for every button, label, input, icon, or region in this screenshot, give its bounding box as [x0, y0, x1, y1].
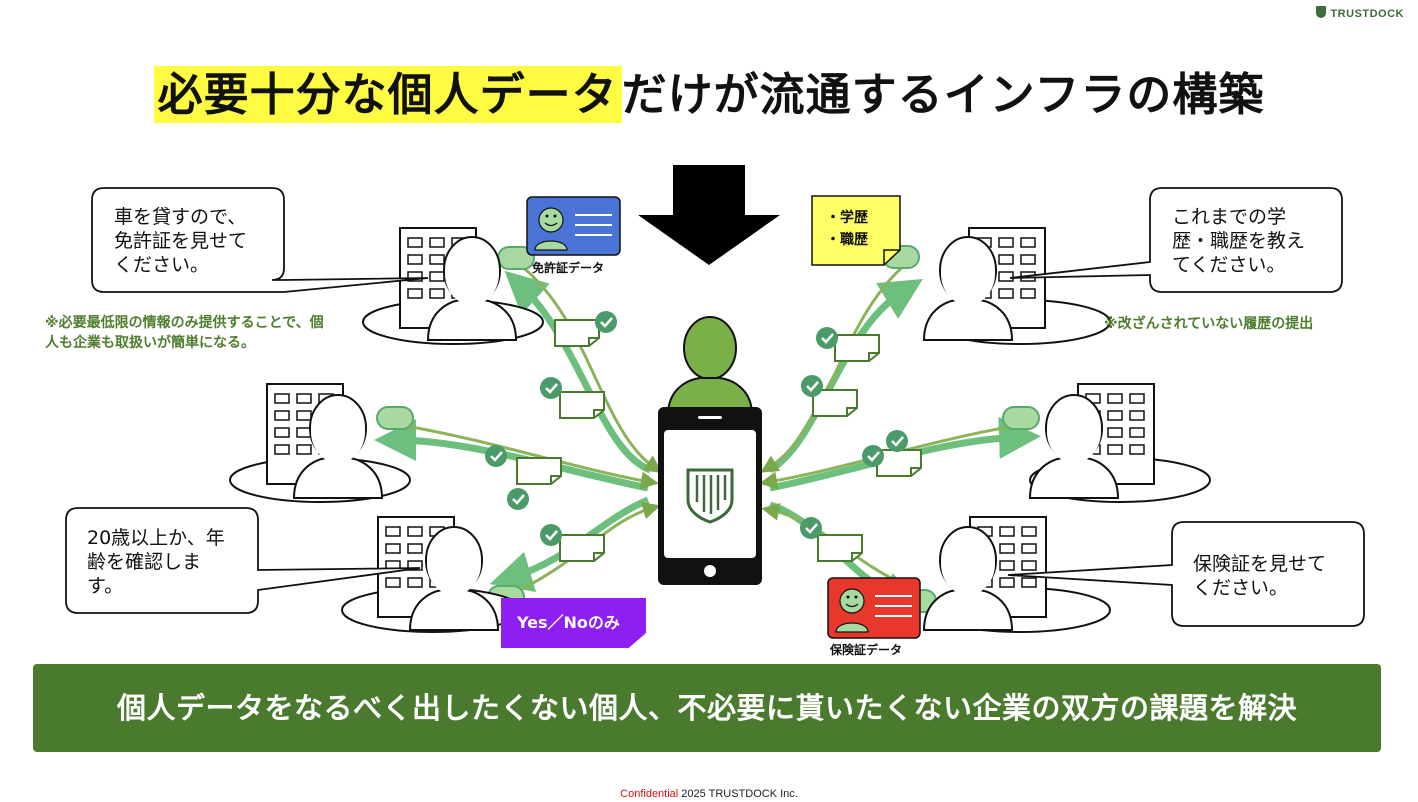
sticky-note-text: ・学歴 ・職歴 [826, 210, 868, 248]
footer: Confidential 2025 TRUSTDOCK Inc. [0, 788, 1418, 800]
solution-banner: 個人データをなるべく出したくない個人、不必要に貰いたくない企業の双方の課題を解決 [33, 664, 1381, 752]
insurance-data-label: 保険証データ [830, 643, 903, 657]
yes-no-card: Yes／Noのみ [501, 598, 646, 648]
title-rest: だけが流通するインフラの構築 [621, 68, 1265, 121]
logo-text: TRUSTDOCK [1330, 8, 1404, 20]
note-left: ※必要最低限の情報のみ提供することで、個人も企業も取扱いが簡単になる。 [45, 315, 324, 351]
title-highlight: 必要十分な個人データ [153, 66, 622, 123]
shield-icon [1316, 6, 1327, 18]
bubble-bottom-left: 20歳以上か、年 齢を確認しま す。 [87, 527, 225, 597]
license-data-label: 免許証データ [532, 261, 605, 275]
footer-copyright: 2025 TRUSTDOCK Inc. [681, 788, 798, 800]
bubble-top-right: これまでの学 歴・職歴を教え てください。 [1172, 206, 1306, 276]
bubble-bottom-right: 保険証を見せて ください。 [1193, 553, 1327, 599]
note-right: ※改ざんされていない履歴の提出 [1104, 316, 1314, 332]
bubble-top-left: 車を貸すので、 免許証を見せて ください。 [114, 206, 248, 276]
footer-confidential: Confidential [620, 788, 679, 800]
trustdock-logo: TRUSTDOCK [1316, 6, 1404, 20]
page-title: 必要十分な個人データだけが流通するインフラの構築 [0, 58, 1418, 123]
